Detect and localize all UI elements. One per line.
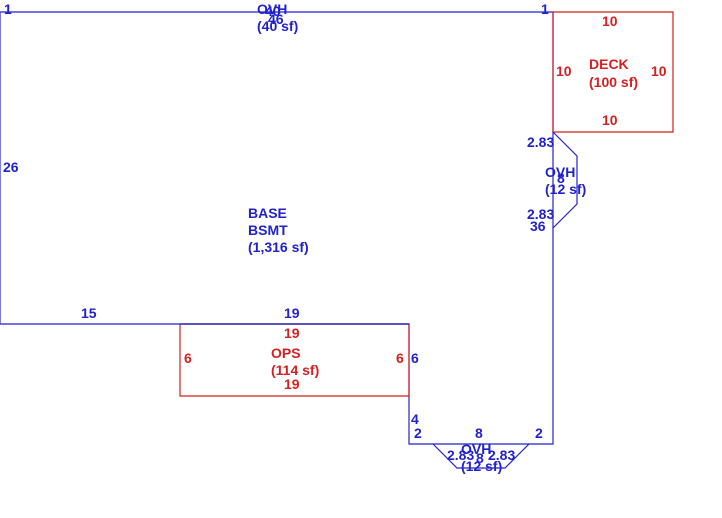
dim-notch-top: 8 [475, 425, 483, 441]
dim-ops-left: 6 [184, 350, 192, 366]
ovh-right-label-area: (12 sf) [545, 181, 586, 197]
dim-ops-right: 6 [396, 350, 404, 366]
ovh-bottom-outline [432, 443, 530, 469]
dim-ovh-right-lower: 2.83 [527, 206, 554, 222]
ops-label-area: (114 sf) [271, 362, 319, 378]
dim-deck-left: 10 [556, 63, 572, 79]
dim-deck-top: 10 [602, 13, 618, 29]
ovh-top-label: OVH [257, 1, 287, 17]
deck-label-area: (100 sf) [589, 74, 638, 90]
deck-outline [552, 11, 674, 133]
base-label-line1: BASE [248, 205, 287, 221]
dim-ovh-right-side: 8 [557, 170, 565, 186]
dim-deck-bottom: 10 [602, 112, 618, 128]
dim-ovh-bottom-left: 2.83 [447, 447, 474, 463]
ovh-top-label-area: (40 sf) [257, 18, 298, 34]
dim-bottom-mid: 19 [284, 305, 300, 321]
ovh-bottom-label: OVH [461, 441, 491, 457]
dim-ops-bottom: 19 [284, 376, 300, 392]
dim-top-left: 1 [4, 1, 12, 17]
dim-step-down: 4 [411, 411, 419, 427]
dim-top-a: 40 [265, 3, 281, 19]
dim-notch-right: 2 [535, 425, 543, 441]
dim-top-right: 1 [541, 1, 549, 17]
deck-label: DECK [589, 56, 629, 72]
ovh-bottom-label-area: (12 sf) [461, 458, 502, 474]
dim-right-lower: 36 [530, 218, 546, 234]
dim-ops-top: 19 [284, 325, 300, 341]
dim-notch-left: 2 [414, 425, 422, 441]
dim-top-b: 46 [268, 11, 284, 27]
base-label-area: (1,316 sf) [248, 239, 309, 255]
dim-deck-right: 10 [651, 63, 667, 79]
base-label-line2: BSMT [248, 222, 288, 238]
dim-bottom-left: 15 [81, 305, 97, 321]
dim-ovh-bottom-mid: 8 [476, 450, 484, 466]
dim-ovh-bottom-right: 2.83 [488, 447, 515, 463]
ops-label: OPS [271, 345, 301, 361]
dim-left: 26 [3, 159, 19, 175]
dim-ovh-right-upper: 2.83 [527, 134, 554, 150]
dim-ops-right-ext: 6 [411, 350, 419, 366]
ovh-right-outline [552, 131, 578, 229]
ovh-right-label: OVH [545, 164, 575, 180]
